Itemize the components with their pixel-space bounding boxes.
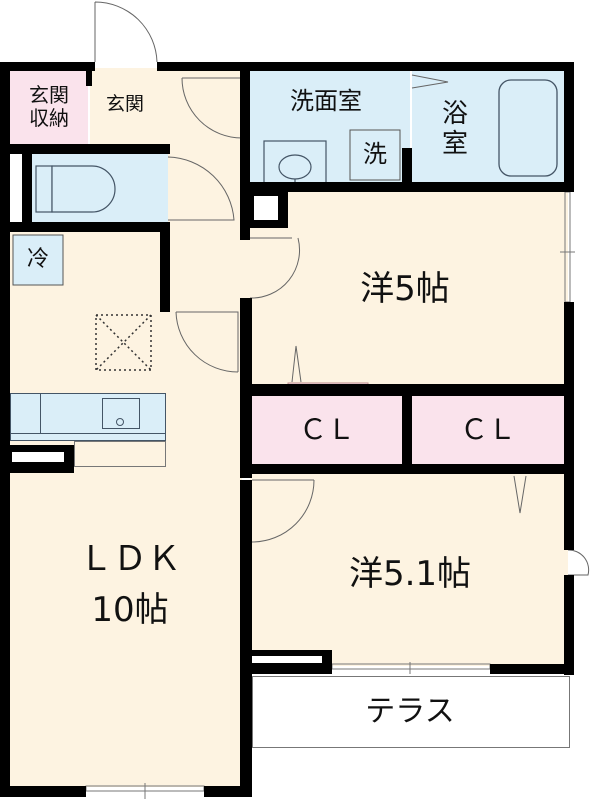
room1-window xyxy=(564,191,571,303)
room2-window xyxy=(331,663,491,670)
bathroom-label: 浴 室 xyxy=(441,99,468,159)
kitchen-counter-front xyxy=(10,433,166,434)
closet-2-label: ＣＬ xyxy=(459,412,516,446)
washer-label: 洗 xyxy=(363,140,387,169)
western-room-2-label: 洋5.1帖 xyxy=(348,554,472,595)
entrance-storage-area xyxy=(10,70,88,144)
front-door-swing xyxy=(94,1,158,63)
wall-ldk-right xyxy=(240,480,252,797)
closet-2-area xyxy=(412,396,564,464)
western-room-1-label: 洋5帖 xyxy=(360,269,450,310)
ldk-label: ＬＤＫ 10帖 xyxy=(79,539,181,630)
shaft-opening xyxy=(254,196,278,220)
bathtub-icon xyxy=(498,79,558,177)
wall-right-mid xyxy=(564,302,574,550)
washroom-label: 洗面室 xyxy=(290,87,362,116)
entrance-storage-label: 玄関 収納 xyxy=(29,83,69,130)
room1-door-swing xyxy=(249,237,301,299)
kitchen-stub-opening xyxy=(12,452,64,462)
washer-box xyxy=(349,129,401,181)
wall-bottom-right xyxy=(204,786,252,797)
wall-closet-bottom xyxy=(240,464,574,474)
entrance-label: 玄関 xyxy=(105,93,144,116)
kitchen-counter-divider xyxy=(40,393,41,433)
wall-top-right xyxy=(157,62,572,71)
terrace-area xyxy=(252,676,570,748)
western-room-1-floor xyxy=(250,192,568,384)
terrace-label: テラス xyxy=(365,693,455,729)
entrance-floor xyxy=(90,68,160,146)
wall-bottom-left xyxy=(0,786,86,797)
closet-2-door-icon xyxy=(513,475,527,514)
toilet-door-swing xyxy=(167,156,235,221)
room2-door-swing xyxy=(251,479,315,543)
wall-toilet-top xyxy=(0,144,170,154)
side-door-swing xyxy=(567,549,590,576)
wall-hall-left xyxy=(160,222,170,312)
wall-top xyxy=(0,62,95,71)
wall-toilet-bottom xyxy=(0,222,170,232)
faucet-icon xyxy=(116,418,124,426)
toilet-icon xyxy=(35,165,116,213)
bathroom-area xyxy=(412,70,564,182)
bathroom-door-icon xyxy=(411,74,449,89)
wall-wash-bath xyxy=(402,148,412,188)
closet-1-door-icon xyxy=(291,345,302,383)
room2-stub-opening xyxy=(252,656,322,663)
western-room-2-floor xyxy=(250,472,568,666)
wall-room2-bottom-right xyxy=(490,664,574,674)
wall-toilet-left xyxy=(22,144,32,232)
wall-closet-divider xyxy=(402,390,412,470)
wall-left xyxy=(0,62,10,797)
ldk-door-swing xyxy=(175,311,239,373)
closet-1-area xyxy=(252,396,402,464)
sink-icon xyxy=(102,398,140,429)
kitchen-shelf xyxy=(74,441,166,467)
wall-right-upper xyxy=(564,62,574,192)
wall-entrance-storage xyxy=(86,62,92,86)
wall-right-lower xyxy=(564,575,574,675)
wall-hall-right xyxy=(240,70,250,240)
hall-door-swing-1 xyxy=(181,77,243,139)
ldk-floor xyxy=(10,232,242,787)
ventilation-icon xyxy=(95,314,152,371)
washbasin-icon xyxy=(263,140,327,184)
fridge-box xyxy=(12,234,64,286)
closet-1-label: ＣＬ xyxy=(298,412,355,446)
fridge-label: 冷 xyxy=(26,247,49,273)
